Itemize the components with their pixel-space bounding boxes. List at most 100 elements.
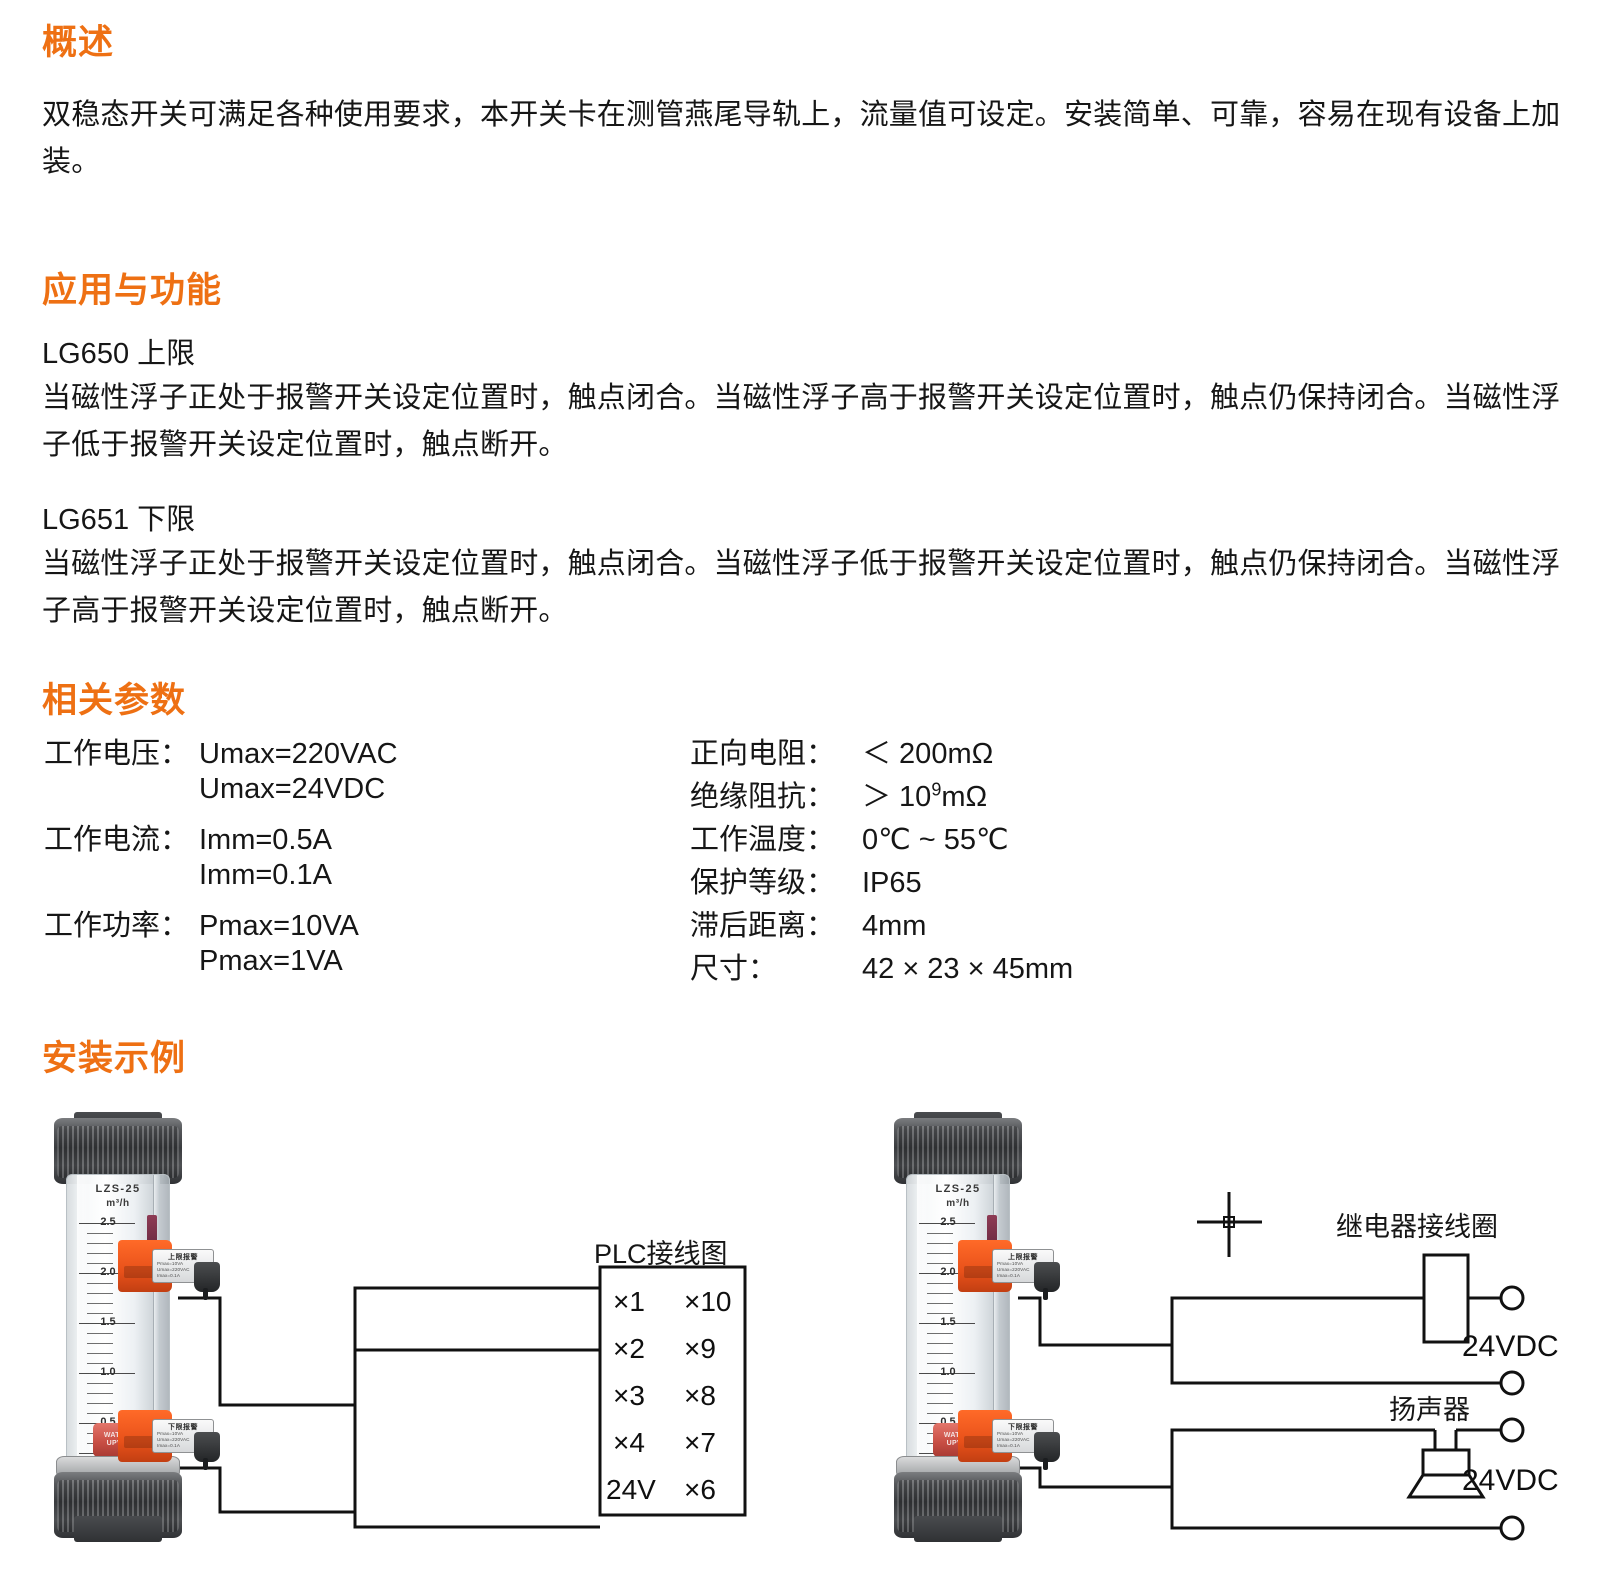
wire-24v-return-left	[353, 1288, 600, 1529]
scale-tick-minor	[927, 1303, 953, 1304]
scale-tick-minor	[927, 1293, 953, 1294]
parameter-key: 尺寸：	[690, 953, 778, 985]
scale-label: 1.0	[100, 1366, 116, 1378]
scale-tick-minor	[927, 1343, 953, 1344]
wire-lower-switch-left	[178, 1348, 600, 1514]
switch-spec: Pmax=10VA Umax=220VAC Imax=0.1A	[157, 1261, 190, 1278]
pipe-neck-bottom	[914, 1516, 1002, 1542]
scale-label: 2.5	[940, 1216, 956, 1228]
wire-relay-return	[1170, 1298, 1503, 1385]
scale-tick-minor	[87, 1283, 113, 1284]
scale-tick-minor	[87, 1413, 113, 1414]
scale-tick-minor	[87, 1233, 113, 1234]
device-unit-label: m³/h	[946, 1198, 970, 1209]
parameter-key: 工作功率：	[44, 910, 190, 942]
scale-tick-minor	[87, 1253, 113, 1254]
parameter-value: 4mm	[862, 910, 927, 942]
parameter-key: 工作电流：	[44, 824, 190, 856]
scale-tick-minor	[927, 1243, 953, 1244]
scale-tick	[919, 1373, 975, 1374]
speaker-label: 扬声器	[1389, 1395, 1470, 1425]
device-model-label: LZS-25	[95, 1183, 141, 1195]
plc-diagram-title: PLC接线图	[594, 1239, 728, 1269]
parameter-key: 工作温度：	[690, 824, 836, 856]
parameter-row: 绝缘阻抗： ＞ 109mΩ	[690, 773, 1073, 816]
model-label-lg650: LG650 上限	[42, 338, 196, 370]
plc-terminal-x1: ×1	[613, 1286, 645, 1317]
flowmeter-device-right: LZS-25 m³/h 2.5 2.0 1.5 1.0	[866, 1112, 1081, 1542]
wire-upper-switch-left	[178, 1286, 600, 1407]
parameter-value: Imm=0.1A	[199, 859, 332, 891]
scale-tick	[79, 1223, 135, 1224]
parameter-value: 0℃ ~ 55℃	[862, 824, 1009, 856]
plc-terminal-x9: ×9	[684, 1333, 716, 1364]
parameter-row: 工作功率： Pmax=10VA	[44, 902, 398, 945]
wire-upper-switch-right	[1018, 1296, 1424, 1347]
parameter-key: 工作电压：	[44, 738, 190, 770]
switch-spec: Pmax=10VA Umax=220VAC Imax=0.1A	[997, 1261, 1030, 1278]
scale-tick-minor	[927, 1253, 953, 1254]
scale-tick-minor	[927, 1333, 953, 1334]
scale-tick-minor	[87, 1303, 113, 1304]
parameter-row: 正向电阻： ＜ 200mΩ	[690, 730, 1073, 773]
scale-tick-minor	[87, 1353, 113, 1354]
scale-tick-minor	[927, 1313, 953, 1314]
scale-label: 1.0	[940, 1366, 956, 1378]
lower-limit-switch: 下限报警 Pmax=10VA Umax=220VAC Imax=0.1A	[118, 1410, 226, 1470]
switch-title: 下限报警	[1008, 1424, 1038, 1431]
scale-tick	[79, 1273, 135, 1274]
scale-tick-minor	[87, 1393, 113, 1394]
device-model-label: LZS-25	[935, 1183, 981, 1195]
plc-terminal-24v: 24V	[606, 1474, 656, 1505]
switch-title: 上限报警	[1008, 1254, 1038, 1261]
scale-tick-minor	[927, 1413, 953, 1414]
scale-tick	[919, 1323, 975, 1324]
parameter-value: Umax=220VAC	[199, 738, 398, 770]
parameter-row: 工作电压： Umax=220VAC	[44, 730, 398, 773]
parameter-value: 42 × 23 × 45mm	[862, 953, 1074, 985]
magnet-indicator	[987, 1215, 997, 1261]
scale-tick-minor	[927, 1403, 953, 1404]
switch-cable-gland	[1034, 1432, 1060, 1470]
plc-terminal-x8: ×8	[684, 1380, 716, 1411]
device-unit-label: m³/h	[106, 1198, 130, 1209]
parameters-left-column: 工作电压： Umax=220VAC Umax=24VDC 工作电流： Imm=0…	[44, 730, 398, 988]
magnet-indicator	[147, 1215, 157, 1261]
scale-tick-minor	[87, 1243, 113, 1244]
scale-tick-minor	[87, 1363, 113, 1364]
plc-terminal-x4: ×4	[613, 1427, 645, 1458]
scale-tick-minor	[87, 1263, 113, 1264]
scale-tick	[79, 1323, 135, 1324]
plc-terminal-x2: ×2	[613, 1333, 645, 1364]
parameter-key: 绝缘阻抗：	[690, 781, 836, 813]
section-heading-overview: 概述	[42, 23, 115, 62]
switch-cable-gland	[194, 1262, 220, 1300]
plc-terminal-x3: ×3	[613, 1380, 645, 1411]
parameter-value: Pmax=1VA	[199, 945, 343, 977]
scale-tick-minor	[927, 1263, 953, 1264]
parameter-key: 保护等级：	[690, 867, 836, 899]
scale-tick-minor	[87, 1343, 113, 1344]
flowmeter-device-left: LZS-25 m³/h 2.5 2.0 1.5 1.0	[26, 1112, 241, 1542]
parameter-row: Pmax=1VA	[44, 945, 398, 988]
terminal-circle	[1499, 1417, 1525, 1443]
model-label-lg651: LG651 下限	[42, 504, 196, 536]
switch-title: 上限报警	[168, 1254, 198, 1261]
section-heading-application: 应用与功能	[42, 271, 223, 310]
parameter-row: 工作电流： Imm=0.5A	[44, 816, 398, 859]
plc-terminal-x10: ×10	[684, 1286, 732, 1317]
guide-rod	[153, 1175, 160, 1465]
scale-tick-minor	[927, 1363, 953, 1364]
relay-coil-label: 继电器接线圈	[1336, 1212, 1498, 1242]
scale-label: 2.0	[940, 1266, 956, 1278]
pipe-neck-bottom	[74, 1516, 162, 1542]
parameter-row: 保护等级： IP65	[690, 859, 1073, 902]
scale-tick-minor	[927, 1233, 953, 1234]
guide-rod	[993, 1175, 1000, 1465]
terminal-circle	[1499, 1285, 1525, 1311]
scale-label: 1.5	[940, 1316, 956, 1328]
overview-paragraph: 双稳态开关可满足各种使用要求，本开关卡在测管燕尾导轨上，流量值可设定。安装简单、…	[42, 99, 1561, 178]
